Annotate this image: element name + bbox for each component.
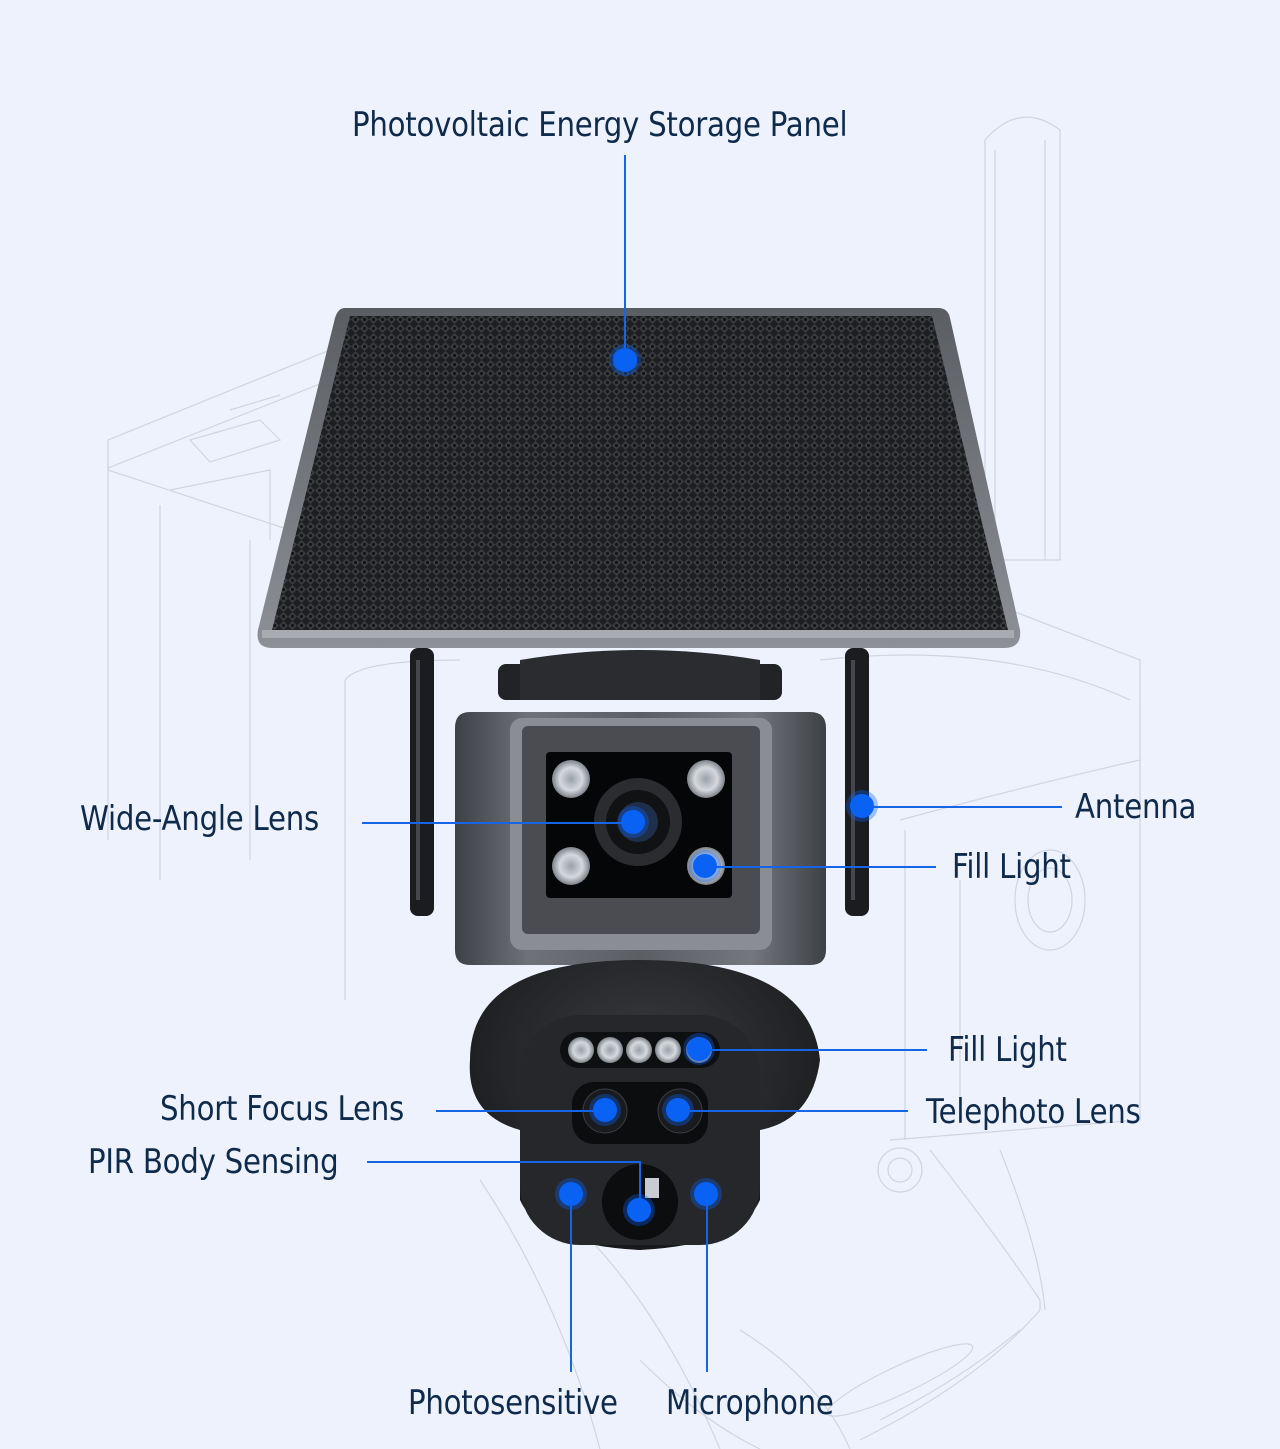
- leader-line-antenna: [862, 806, 1062, 808]
- callout-dot-fill-light-lower: [687, 1037, 711, 1061]
- label-wide-angle-lens: Wide-Angle Lens: [80, 799, 320, 839]
- leader-line-microphone: [706, 1195, 708, 1372]
- label-antenna: Antenna: [1075, 787, 1197, 827]
- leader-line-solar-panel: [624, 155, 626, 360]
- leader-line-pir-horizontal: [367, 1161, 640, 1163]
- callout-dot-antenna: [850, 794, 874, 818]
- callout-dot-short-focus-lens: [593, 1098, 617, 1122]
- callout-dot-solar-panel: [613, 348, 637, 372]
- leader-line-pir-vertical: [639, 1161, 641, 1209]
- callout-dot-photosensitive: [559, 1182, 583, 1206]
- label-fill-light-lower: Fill Light: [948, 1030, 1067, 1070]
- leader-line-fill-light-upper: [706, 866, 936, 868]
- label-microphone: Microphone: [666, 1383, 834, 1423]
- leader-line-photosensitive: [570, 1195, 572, 1372]
- callout-dot-pir-sensor: [627, 1198, 651, 1222]
- callout-dot-wide-angle-lens: [621, 810, 645, 834]
- label-pir-sensor: PIR Body Sensing: [88, 1142, 339, 1182]
- callout-dot-telephoto-lens: [666, 1098, 690, 1122]
- leader-line-short-focus-lens: [436, 1110, 605, 1112]
- callout-dot-fill-light-upper: [693, 854, 717, 878]
- leader-line-wide-angle-lens: [362, 822, 638, 824]
- leader-line-telephoto-lens: [680, 1110, 908, 1112]
- label-photosensitive: Photosensitive: [408, 1383, 618, 1423]
- label-fill-light-upper: Fill Light: [952, 847, 1071, 887]
- callout-dot-microphone: [694, 1182, 718, 1206]
- leader-line-fill-light-lower: [699, 1049, 927, 1051]
- label-telephoto-lens: Telephoto Lens: [926, 1092, 1141, 1132]
- label-solar-panel: Photovoltaic Energy Storage Panel: [352, 105, 848, 145]
- label-short-focus-lens: Short Focus Lens: [160, 1089, 404, 1129]
